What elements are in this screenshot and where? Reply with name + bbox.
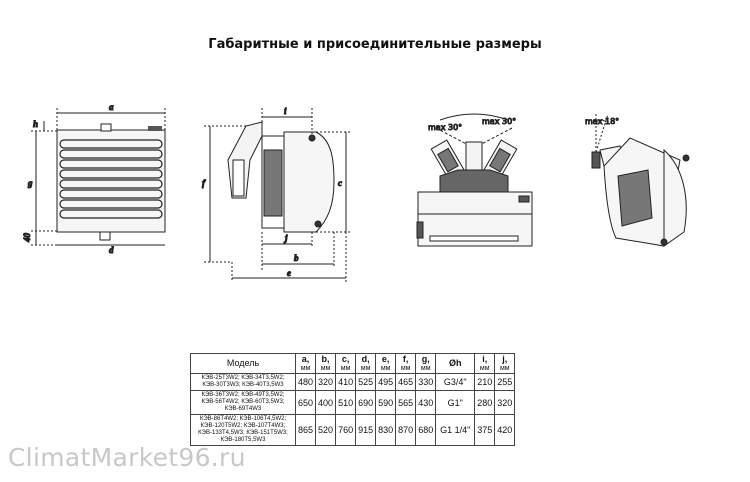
angle-label-left: max 30° [428, 123, 462, 132]
cell-d: 690 [355, 390, 377, 415]
cell-b: 320 [315, 373, 337, 391]
dim-label-f: f [202, 178, 206, 188]
dimension-drawings: a d g h 40 i f c j b e [22, 102, 690, 282]
col-header-b: b,мм [315, 353, 337, 374]
cell-g: 330 [415, 373, 437, 391]
col-header-g: g,мм [415, 353, 437, 374]
angle-label-right: max 30° [482, 117, 516, 126]
table-row: КЭВ-86Т4W2; КЭВ-106Т4,5W2;КЭВ-120Т5W2; К… [190, 414, 516, 446]
cell-f: 565 [395, 390, 417, 415]
angle-label-tilt: max 18° [585, 117, 619, 126]
cell-oh: G1 1/4" [435, 414, 476, 446]
dimensions-table: Модель a,мм b,мм c,мм d,мм e,мм f,мм g,м… [190, 353, 516, 446]
cell-b: 520 [315, 414, 337, 446]
cell-g: 430 [415, 390, 437, 415]
col-header-c: c,мм [335, 353, 357, 374]
col-header-model: Модель [190, 353, 296, 374]
col-header-a: a,мм [294, 353, 317, 374]
cell-i: 210 [474, 373, 496, 391]
cell-j: 255 [494, 373, 516, 391]
cell-d: 915 [355, 414, 377, 446]
dim-label-i: i [284, 106, 287, 116]
col-header-i: i,мм [474, 353, 496, 374]
table-row: КЭВ-36Т3W2; КЭВ-49Т3,5W2;КЭВ-56Т4W2; КЭВ… [190, 390, 516, 415]
col-header-e: e,мм [375, 353, 397, 374]
cell-e: 590 [375, 390, 397, 415]
col-header-d: d,мм [355, 353, 377, 374]
cell-c: 410 [335, 373, 357, 391]
tilt-view-drawing [591, 112, 690, 247]
table-header-row: Модель a,мм b,мм c,мм d,мм e,мм f,мм g,м… [190, 353, 516, 374]
col-header-j: j,мм [494, 353, 516, 374]
cell-e: 495 [375, 373, 397, 391]
dim-label-d: d [109, 245, 114, 255]
model-cell: КЭВ-86Т4W2; КЭВ-106Т4,5W2;КЭВ-120Т5W2; К… [190, 414, 296, 446]
front-view-drawing [31, 108, 166, 246]
cell-a: 480 [294, 373, 317, 391]
dim-label-c: c [338, 178, 342, 188]
dim-label-a: a [109, 102, 114, 112]
cell-f: 465 [395, 373, 417, 391]
top-view-drawing [416, 113, 533, 247]
dim-label-40: 40 [22, 233, 32, 244]
cell-j: 420 [494, 414, 516, 446]
cell-e: 830 [375, 414, 397, 446]
col-header-f: f,мм [395, 353, 417, 374]
cell-b: 400 [315, 390, 337, 415]
table-row: КЭВ-25Т3W2; КЭВ-34Т3,5W2;КЭВ-30Т3W3; КЭВ… [190, 373, 516, 391]
cell-oh: G1" [435, 390, 476, 415]
cell-i: 280 [474, 390, 496, 415]
cell-a: 650 [294, 390, 317, 415]
cell-j: 320 [494, 390, 516, 415]
dim-label-j: j [283, 233, 288, 243]
dim-label-b: b [294, 253, 299, 263]
dim-label-e: e [287, 268, 291, 278]
cell-d: 525 [355, 373, 377, 391]
cell-c: 760 [335, 414, 357, 446]
col-header-oh: Øh [435, 353, 476, 374]
side-view-drawing [204, 108, 352, 282]
watermark: ClimatMarket96.ru [8, 443, 246, 472]
model-cell: КЭВ-25Т3W2; КЭВ-34Т3,5W2;КЭВ-30Т3W3; КЭВ… [190, 373, 296, 391]
dim-label-h: h [33, 119, 38, 129]
cell-c: 510 [335, 390, 357, 415]
cell-oh: G3/4" [435, 373, 476, 391]
dim-label-g: g [27, 178, 33, 188]
cell-i: 375 [474, 414, 496, 446]
cell-f: 870 [395, 414, 417, 446]
page-title: Габаритные и присоединительные размеры [208, 37, 542, 52]
cell-g: 680 [415, 414, 437, 446]
cell-a: 865 [294, 414, 317, 446]
model-cell: КЭВ-36Т3W2; КЭВ-49Т3,5W2;КЭВ-56Т4W2; КЭВ… [190, 390, 296, 415]
